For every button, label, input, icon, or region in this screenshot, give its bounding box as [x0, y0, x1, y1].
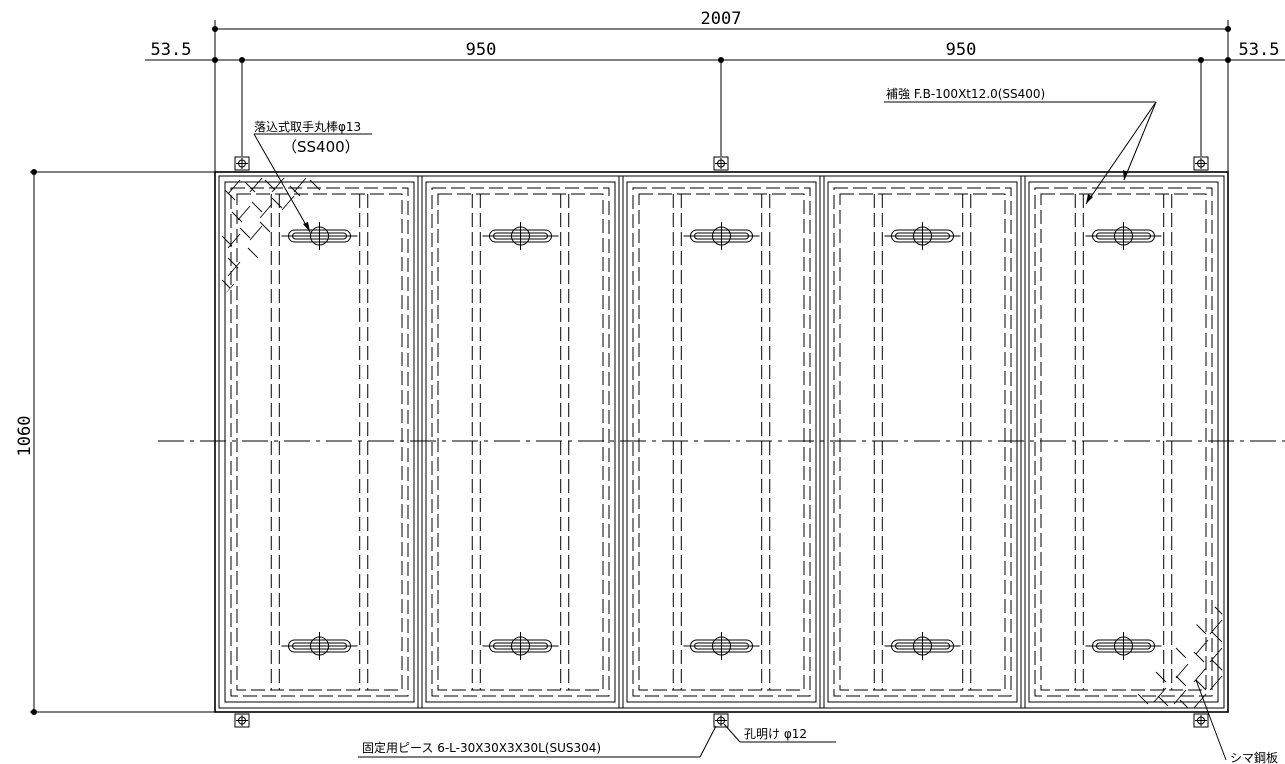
drop-handle	[1085, 632, 1162, 660]
panel-hidden-inner	[1040, 193, 1207, 691]
right-offset-label: 53.5	[1239, 40, 1280, 60]
fixing-base-note: 固定用ピース 6-L-30X30X3X30L(SUS304)	[362, 740, 601, 755]
fixing-angle	[1193, 156, 1209, 171]
left-offset-label: 53.5	[151, 40, 192, 60]
height-dimension: 1060	[15, 169, 215, 715]
fixing-piece	[234, 713, 250, 728]
panel	[417, 176, 616, 708]
panel-hidden-inner	[236, 193, 403, 691]
panel-hidden-outer	[431, 187, 610, 697]
span-left-label: 950	[466, 40, 497, 60]
fixing-angle	[713, 713, 729, 728]
drop-handle	[482, 632, 559, 660]
checker-hatch-top-left	[221, 177, 321, 299]
drop-handle	[884, 222, 961, 250]
drop-handle	[281, 632, 358, 660]
handle-note-line2: （SS400）	[282, 138, 360, 156]
annotation-fixing-base: 固定用ピース 6-L-30X30X3X30L(SUS304)	[358, 725, 717, 758]
drop-handle	[281, 222, 358, 250]
panel-outline	[224, 181, 415, 703]
panel-outline	[827, 181, 1018, 703]
panel	[819, 176, 1018, 708]
panels	[224, 176, 1219, 708]
fixing-piece	[713, 156, 729, 171]
fixing-piece	[1193, 156, 1209, 171]
fixing-piece	[1193, 713, 1209, 728]
reinforcement-note: 補強 F.B-100Xt12.0(SS400)	[886, 87, 1045, 101]
panel-outline	[1028, 181, 1219, 703]
drop-handle	[884, 632, 961, 660]
checker-hatch-bottom-right	[1137, 603, 1223, 708]
top-dimensions: 2007 53.5 950 950 53.5	[145, 9, 1285, 172]
annotation-hole: 孔明け φ12	[723, 723, 836, 743]
annotation-reinforcement: 補強 F.B-100Xt12.0(SS400)	[884, 87, 1157, 205]
checker-plate-note: シマ鋼板	[1230, 751, 1278, 764]
panel-outline	[626, 181, 817, 703]
fixing-angle	[234, 713, 250, 728]
drop-handle	[683, 222, 760, 250]
panel	[1020, 176, 1219, 708]
panel-hidden-outer	[1034, 187, 1213, 697]
overall-width-label: 2007	[701, 9, 742, 29]
panel-hidden-inner	[839, 193, 1006, 691]
panel-hidden-outer	[230, 187, 409, 697]
panel	[618, 176, 817, 708]
span-right-label: 950	[946, 40, 977, 60]
drop-handle	[482, 222, 559, 250]
height-label: 1060	[15, 416, 35, 457]
panel-hidden-inner	[638, 193, 805, 691]
outer-frame	[214, 171, 1229, 713]
hole-note: 孔明け φ12	[744, 727, 807, 741]
fixing-piece	[234, 156, 250, 171]
fixing-pieces	[234, 156, 1209, 728]
handle-note-line1: 落込式取手丸棒φ13	[254, 120, 361, 134]
panel	[224, 181, 415, 703]
fixing-piece	[713, 713, 729, 728]
annotation-checker-plate: シマ鋼板	[1195, 679, 1278, 764]
annotation-handle: 落込式取手丸棒φ13 （SS400）	[253, 120, 372, 233]
fixing-angle	[713, 156, 729, 171]
fixing-angle	[234, 156, 250, 171]
drop-handle	[1085, 222, 1162, 250]
panel-hidden-outer	[833, 187, 1012, 697]
fixing-angle	[1193, 713, 1209, 728]
panel-outline	[425, 181, 616, 703]
panel-hidden-inner	[437, 193, 604, 691]
panel-hidden-outer	[632, 187, 811, 697]
drop-handle	[683, 632, 760, 660]
